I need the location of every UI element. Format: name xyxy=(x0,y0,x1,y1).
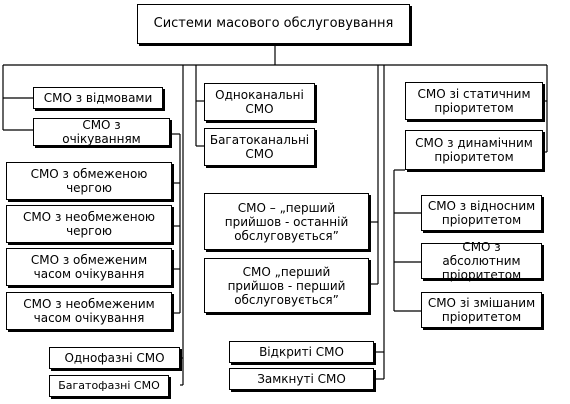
node-label: очікуванням xyxy=(62,132,141,146)
node-label: пріоритетом xyxy=(434,150,514,164)
node-label: пріоритетом xyxy=(434,101,514,115)
node-label: обслуговується” xyxy=(234,228,339,243)
node-label: СМО „перший xyxy=(242,264,331,279)
node-refusal: СМО з відмовами xyxy=(33,87,163,109)
node-label: чергою xyxy=(66,181,112,195)
node-label: СМО зі змішаним xyxy=(427,296,536,310)
node-label: СМО з динамічним xyxy=(415,136,533,150)
node-label: СМО зі статичним xyxy=(417,87,531,101)
node-label: чергою xyxy=(66,224,112,238)
node-label: СМО з відносним xyxy=(427,199,536,213)
node-closed: Замкнуті СМО xyxy=(229,368,374,390)
node-single-phase: Однофазні СМО xyxy=(49,347,180,369)
node-label: СМО з обмеженим xyxy=(30,253,148,267)
root-label: Системи масового обслуговування xyxy=(153,16,394,31)
root-node: Системи масового обслуговування xyxy=(137,4,410,44)
node-label: СМО з xyxy=(82,118,121,132)
node-label: обслуговується” xyxy=(234,292,339,307)
node-multi-phase: Багатофазні СМО xyxy=(49,375,169,397)
node-label: СМО xyxy=(245,102,274,116)
node-label: прийшов - перший xyxy=(227,278,346,293)
node-label: Багатоканальні xyxy=(209,133,310,147)
node-label: прийшов - останній xyxy=(224,214,349,229)
node-label: Однофазні СМО xyxy=(64,351,165,365)
node-label: СМО xyxy=(245,147,274,161)
node-label: часом очікування xyxy=(33,311,145,325)
node-label: СМО з відмовами xyxy=(43,91,153,105)
node-label: Багатофазні СМО xyxy=(58,379,160,392)
node-label: СМО – „перший xyxy=(237,200,336,215)
node-label: пріоритетом xyxy=(441,213,522,227)
node-label: пріоритетом xyxy=(441,310,522,324)
node-label: СМО з абсолютним xyxy=(442,240,521,268)
node-label: Замкнуті СМО xyxy=(257,372,346,386)
node-open: Відкриті СМО xyxy=(229,341,374,363)
node-label: СМО з необмеженою xyxy=(22,210,156,224)
node-label: часом очікування xyxy=(33,267,145,281)
node-label: СМО з необмеженим xyxy=(23,297,155,311)
node-label: Одноканальні xyxy=(215,88,304,102)
node-label: СМО з обмеженою xyxy=(30,167,148,181)
node-label: пріоритетом xyxy=(441,268,522,282)
node-label: Відкриті СМО xyxy=(259,345,344,359)
